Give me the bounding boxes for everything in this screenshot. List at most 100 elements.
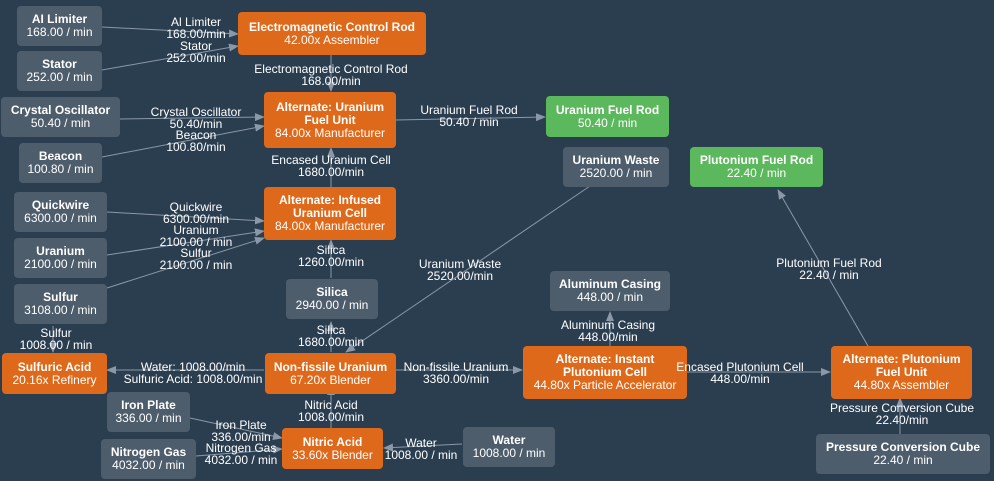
node-rate: 33.60x Blender	[292, 447, 373, 462]
edge-stator	[101, 43, 239, 71]
node-rate: 20.16x Refinery	[12, 372, 97, 387]
edge-nitrogen-gas	[195, 445, 283, 457]
edge-plutonium-fuel-rod	[777, 189, 869, 347]
node-rate: 50.40 / min	[30, 116, 91, 130]
edge-uranium	[106, 228, 265, 256]
node-stator[interactable]: Stator 252.00 / min	[17, 51, 102, 91]
node-uranium[interactable]: Uranium 2100.00 / min	[14, 238, 107, 278]
node-rate: 2100.00 / min	[24, 257, 97, 271]
node-rate: 1008.00 / min	[472, 446, 546, 460]
node-title: Nitric Acid	[302, 434, 363, 449]
node-electromagnetic-control-rod[interactable]: Electromagnetic Control Rod 42.00x Assem…	[238, 12, 426, 55]
node-rate: 4032.00 / min	[112, 458, 185, 472]
node-sulfur[interactable]: Sulfur 3108.00 / min	[14, 284, 107, 324]
node-title: Non-fissile Uranium	[273, 359, 388, 374]
node-title: Alternate: Infused Uranium Cell	[278, 193, 381, 220]
node-non-fissile-uranium[interactable]: Non-fissile Uranium 67.20x Blender	[265, 353, 396, 394]
node-rate: 3108.00 / min	[24, 303, 97, 317]
node-al-limiter[interactable]: AI Limiter 168.00 / min	[17, 6, 102, 46]
node-crystal-oscillator[interactable]: Crystal Oscillator 50.40 / min	[1, 97, 120, 137]
node-aluminum-casing[interactable]: Aluminum Casing 448.00 / min	[550, 271, 670, 311]
node-title: Plutonium Fuel Rod	[699, 153, 814, 167]
node-title: Water	[492, 433, 526, 447]
node-rate: 22.40 / min	[726, 166, 787, 180]
node-title: Sulfur	[43, 290, 78, 304]
edge-beacon	[101, 123, 265, 158]
node-title: Silica	[316, 285, 348, 299]
edge-sulfur	[106, 236, 265, 289]
node-rate: 44.80x Assembler	[853, 378, 950, 392]
node-title: Electromagnetic Control Rod	[248, 19, 415, 34]
node-title: Sulfuric Acid	[17, 359, 92, 374]
node-water[interactable]: Water 1008.00 / min	[463, 427, 555, 467]
node-title: Alternate: Instant Plutonium Cell	[555, 352, 655, 379]
node-iron-plate[interactable]: Iron Plate 336.00 / min	[107, 392, 190, 432]
node-beacon[interactable]: Beacon 100.80 / min	[19, 143, 102, 183]
node-title: Crystal Oscillator	[10, 103, 111, 117]
node-pressure-conversion-cube[interactable]: Pressure Conversion Cube 22.40 / min	[816, 434, 990, 474]
node-title: Stator	[42, 57, 77, 71]
node-title: Iron Plate	[121, 398, 176, 412]
node-nitric-acid[interactable]: Nitric Acid 33.60x Blender	[282, 428, 383, 469]
edge-crystal-oscillator	[119, 113, 265, 122]
node-rate: 42.00x Assembler	[284, 32, 380, 47]
node-rate: 6300.00 / min	[24, 211, 97, 225]
node-plutonium-fuel-rod[interactable]: Plutonium Fuel Rod 22.40 / min	[690, 147, 823, 187]
node-rate: 2940.00 / min	[295, 298, 369, 312]
node-rate: 44.80x Particle Accelerator	[533, 378, 677, 392]
node-nitrogen-gas[interactable]: Nitrogen Gas 4032.00 / min	[101, 439, 196, 479]
node-rate: 336.00 / min	[115, 411, 182, 425]
node-title: Uranium Waste	[572, 153, 660, 167]
node-rate: 84.00x Manufacturer	[274, 125, 386, 140]
node-title: Nitrogen Gas	[110, 445, 187, 459]
node-alt-plutonium-fuel-unit[interactable]: Alternate: Plutonium Fuel Unit 44.80x As…	[831, 346, 972, 399]
node-title: Beacon	[38, 149, 83, 163]
node-title: Quickwire	[31, 198, 90, 212]
edge-al-limiter	[101, 26, 239, 38]
node-title: Pressure Conversion Cube	[825, 440, 981, 454]
edge-water	[383, 443, 463, 452]
node-alt-instant-plutonium-cell[interactable]: Alternate: Instant Plutonium Cell 44.80x…	[523, 346, 687, 399]
node-rate: 22.40 / min	[873, 453, 933, 467]
node-uranium-waste[interactable]: Uranium Waste 2520.00 / min	[563, 147, 669, 187]
node-rate: 448.00 / min	[576, 290, 644, 304]
node-rate: 100.80 / min	[27, 162, 94, 176]
edge-uranium-waste	[345, 185, 591, 353]
node-rate: 84.00x Manufacturer	[274, 219, 386, 233]
node-sulfuric-acid[interactable]: Sulfuric Acid 20.16x Refinery	[2, 353, 107, 394]
node-silica[interactable]: Silica 2940.00 / min	[286, 279, 378, 319]
node-alt-uranium-fuel-unit[interactable]: Alternate: Uranium Fuel Unit 84.00x Manu…	[264, 92, 396, 148]
node-rate: 2520.00 / min	[579, 166, 653, 180]
node-rate: 168.00 / min	[26, 25, 93, 39]
node-alt-infused-uranium-cell[interactable]: Alternate: Infused Uranium Cell 84.00x M…	[264, 187, 396, 240]
node-uranium-fuel-rod[interactable]: Uranium Fuel Rod 50.40 / min	[546, 96, 669, 137]
node-title: Alternate: Uranium Fuel Unit	[275, 99, 385, 127]
node-quickwire[interactable]: Quickwire 6300.00 / min	[14, 192, 107, 232]
node-rate: 67.20x Blender	[290, 372, 371, 387]
edge-uranium-fuel-rod	[395, 113, 546, 122]
edge-iron-plate	[189, 417, 283, 440]
